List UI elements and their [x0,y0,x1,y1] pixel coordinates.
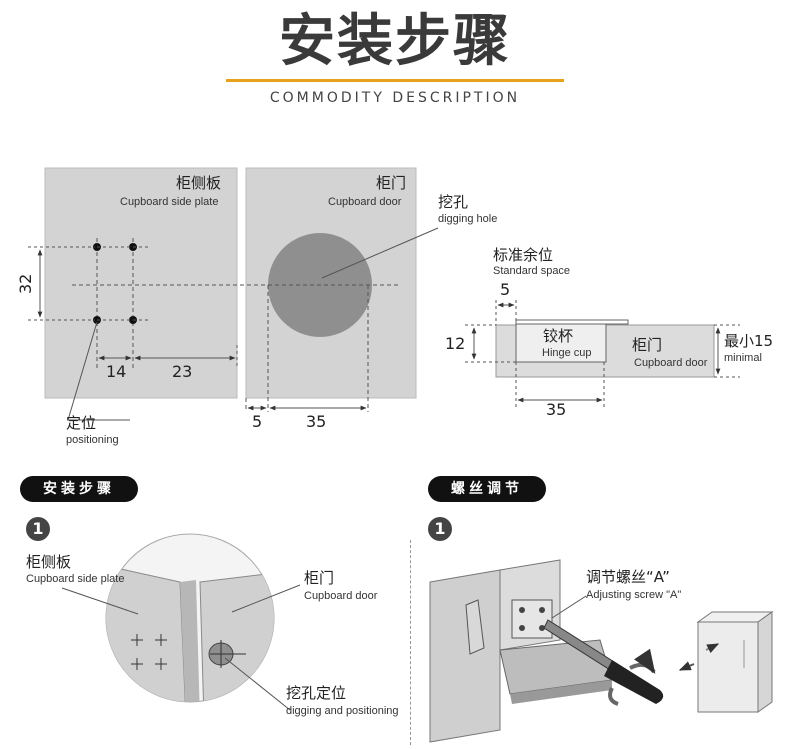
screw-adjust-pill: 螺丝调节 [428,476,546,502]
standard-space-label-en: Standard space [493,265,571,277]
side-dimension-35: 35 [546,400,567,419]
side-dimension-12: 12 [445,334,466,353]
install-dig-en: digging and positioning [286,705,399,717]
adjust-step-number: 1 [428,517,452,541]
dimension-5: 5 [252,412,263,431]
install-steps-pill: 安装步骤 [20,476,138,502]
hinge-cup-label-en: Hinge cup [542,347,592,359]
minimal-label-en: minimal [724,352,762,364]
adjust-screw-cn: 调节螺丝“A” [586,568,670,586]
minimal-label-cn: 最小15 [724,334,774,349]
side-door-label-cn: 柜门 [632,336,663,354]
side-plate-label-en: Cupboard side plate [120,196,219,208]
install-step-number: 1 [26,517,50,541]
dimension-32: 32 [16,273,35,294]
page-subtitle: COMMODITY DESCRIPTION [269,90,521,106]
side-dimension-5: 5 [500,280,511,299]
side-door-label-en: Cupboard door [634,357,708,369]
dimension-14: 14 [106,362,127,381]
dimension-23: 23 [172,362,193,381]
section-divider [410,540,411,745]
dimension-35: 35 [306,412,327,431]
standard-space-label-cn: 标准余位 [493,246,554,264]
hole-label-en: digging hole [438,213,498,225]
cabinet-side [429,569,501,743]
adjust-screw-en: Adjusting screw "A" [586,589,682,601]
title-underline [226,79,564,82]
install-door-cn: 柜门 [304,569,335,587]
hinge-cup-shape [515,323,607,363]
hole-label-cn: 挖孔 [438,193,469,211]
side-plate-label-cn: 柜侧板 [176,174,222,192]
hinge-plate [511,599,553,639]
install-dig-cn: 挖孔定位 [286,684,347,702]
hinge-cup-label-cn: 铰杯 [543,327,574,345]
door-label-cn: 柜门 [376,174,407,192]
install-door-en: Cupboard door [304,590,378,602]
install-side-plate-cn: 柜侧板 [26,553,72,571]
page-title: 安装步骤 [279,9,511,74]
install-side-plate-en: Cupboard side plate [26,573,125,585]
positioning-label-cn: 定位 [66,414,97,432]
positioning-label-en: positioning [66,434,119,446]
door-label-en: Cupboard door [328,196,402,208]
